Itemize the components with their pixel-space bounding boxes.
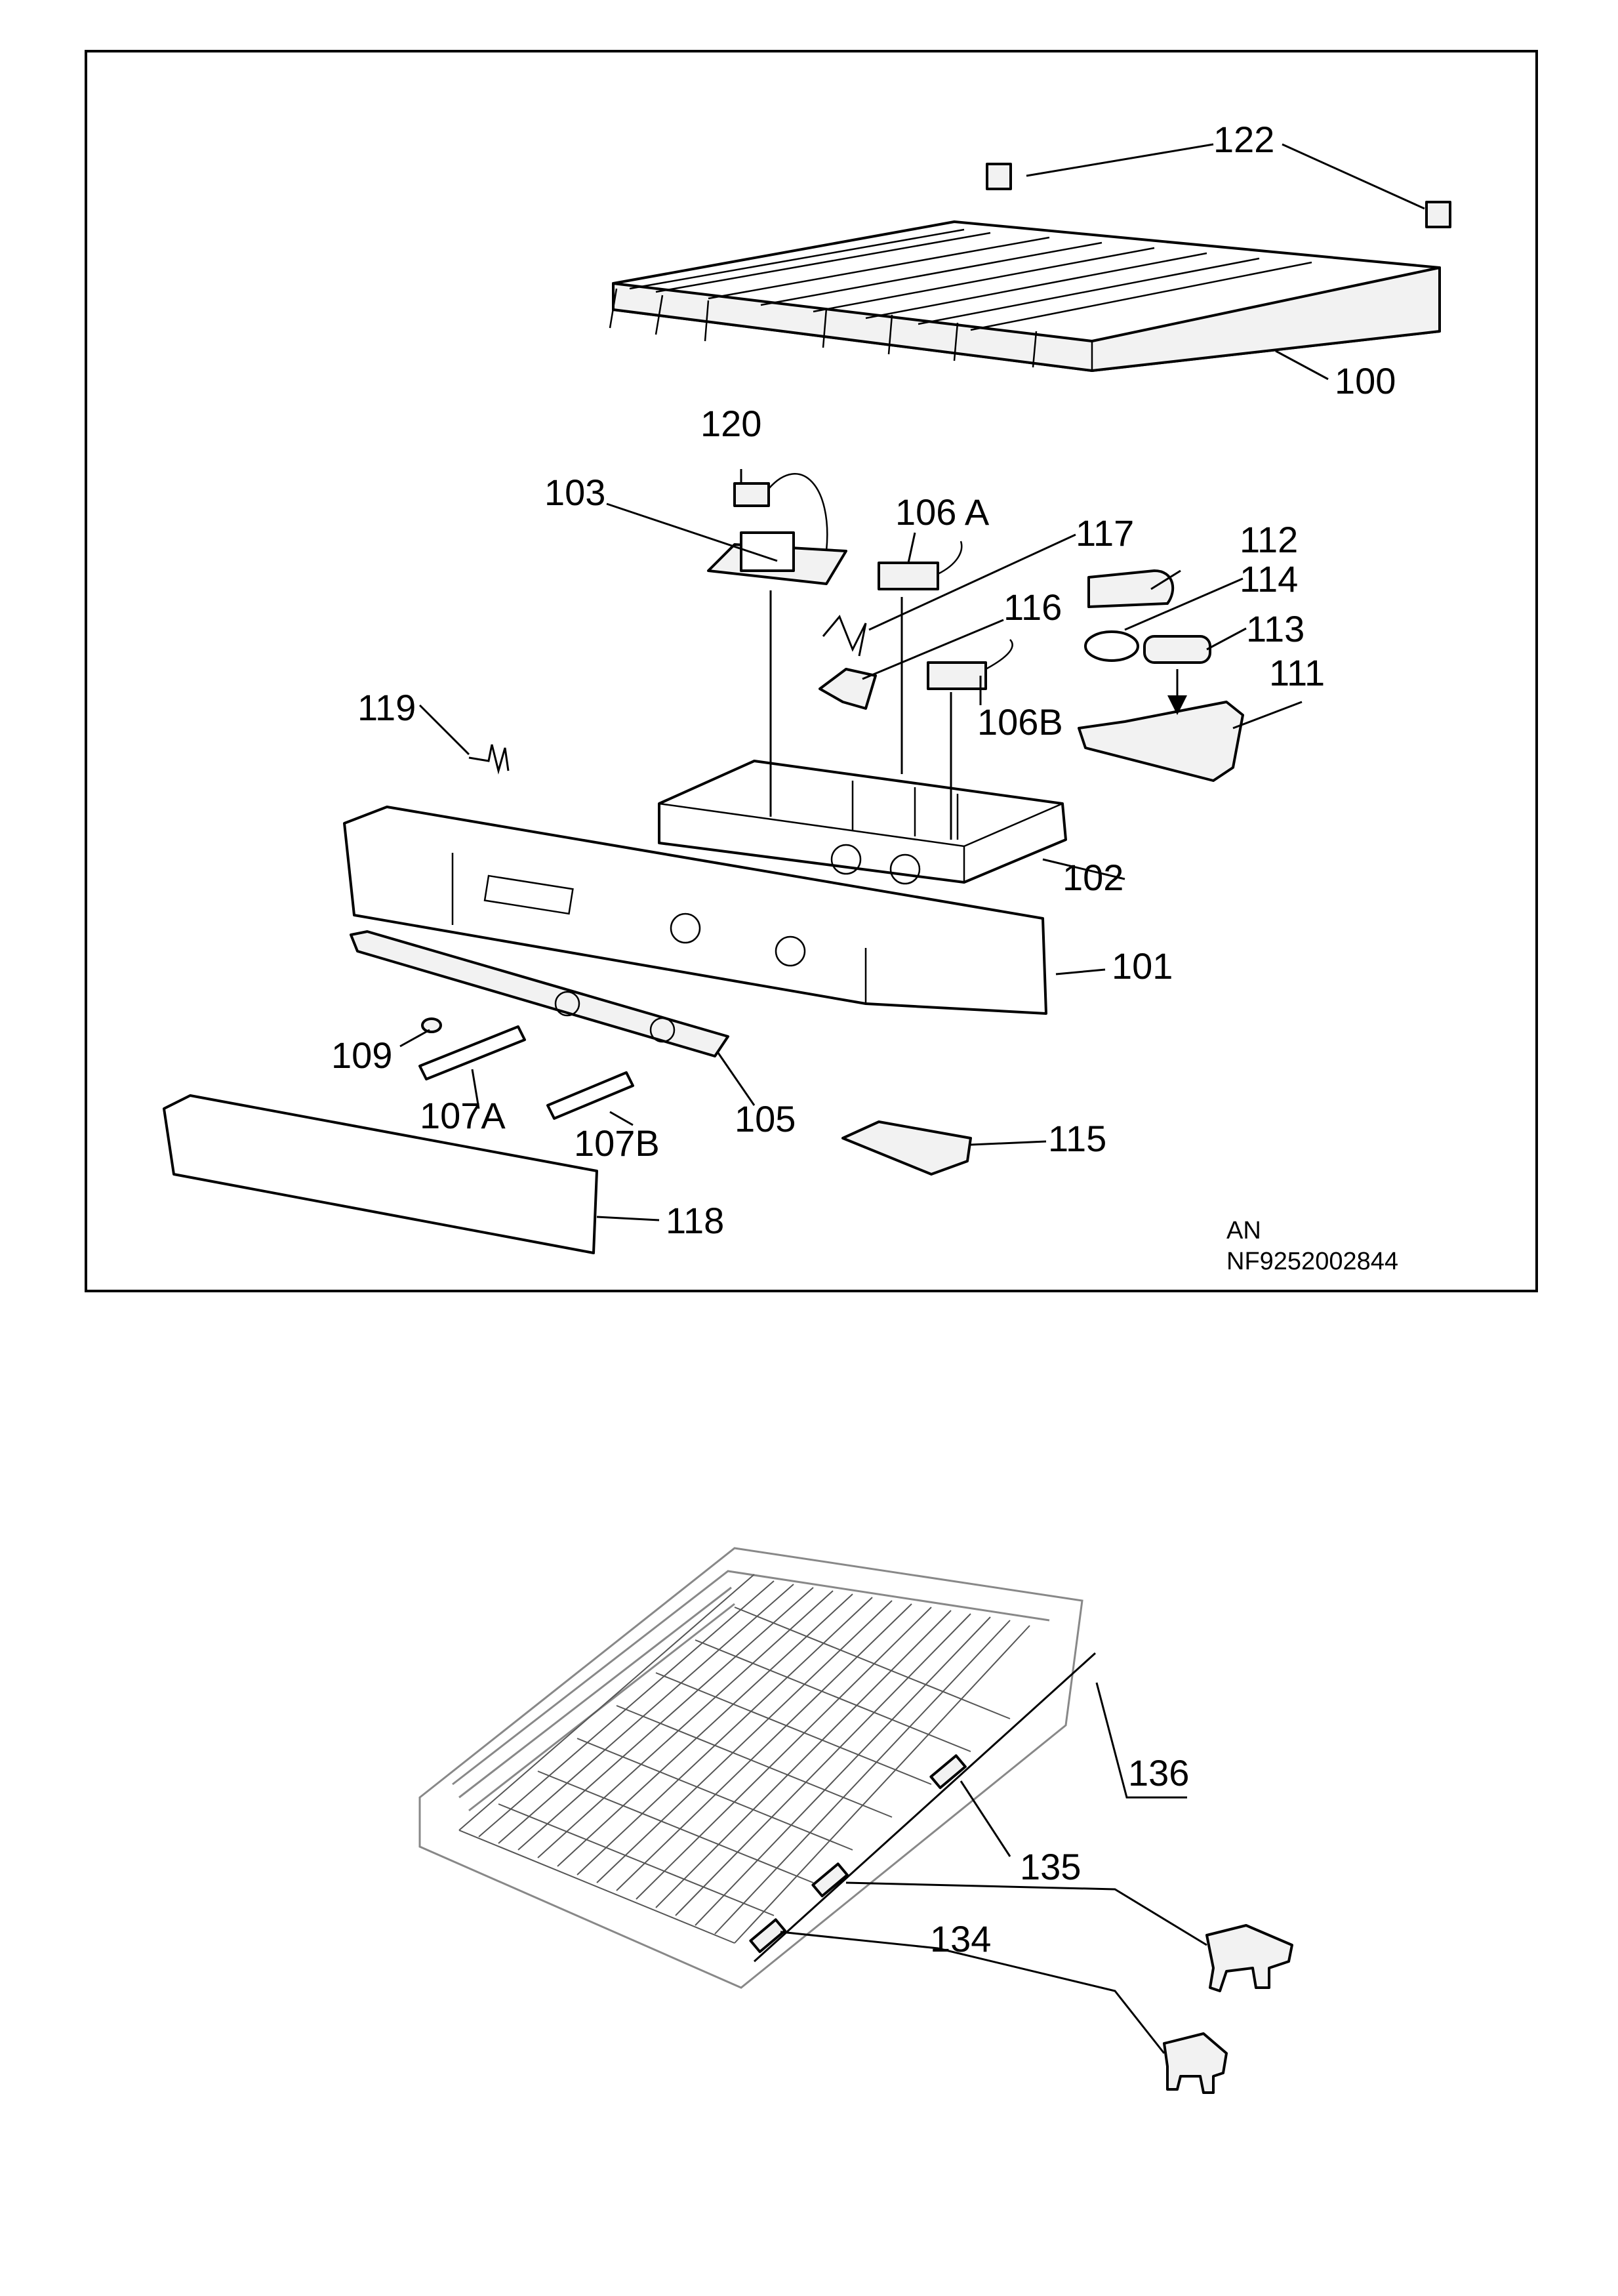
part-113-lamp-holder (1143, 635, 1211, 664)
label-103: 103 (544, 472, 605, 513)
label-117: 117 (1076, 512, 1134, 554)
part-115-grid (841, 1120, 972, 1176)
label-107a: 107A (420, 1095, 506, 1136)
label-109: 109 (331, 1035, 392, 1076)
part-120-switch (733, 473, 828, 552)
label-105: 105 (735, 1098, 796, 1139)
label-114: 114 (1240, 558, 1298, 600)
part-109-knob (421, 1017, 442, 1033)
lower-leader-lines (780, 1682, 1207, 2054)
part-118-front-cover (163, 1094, 598, 1254)
part-112-lamp-cover (1087, 569, 1175, 608)
label-100: 100 (1335, 360, 1396, 401)
label-101: 101 (1112, 945, 1173, 987)
part-134-sleeve-bottom (749, 1918, 786, 1954)
part-122-clips (986, 163, 1451, 228)
part-119-spring (468, 744, 510, 775)
label-106a: 106 A (895, 491, 990, 533)
part-135-sleeve-top (929, 1754, 967, 1790)
upper-panel: 122 100 120 103 106 A 117 112 114 116 11… (85, 50, 1538, 1292)
part-117-spring (822, 615, 867, 657)
part-114-bulb (1084, 630, 1139, 662)
part-100-top-cover (609, 220, 1441, 372)
part-107a-shaft (418, 1025, 526, 1080)
part-105-inner-panel (350, 930, 729, 1057)
label-111: 111 (1269, 652, 1325, 693)
label-113: 113 (1246, 608, 1305, 649)
part-111-lamp-housing (1078, 701, 1244, 782)
part-136-evaporator (418, 1547, 1097, 1989)
part-107b-shaft (546, 1071, 634, 1120)
note-an: AN (1226, 1217, 1261, 1244)
part-134-clip (1163, 2032, 1228, 2094)
label-116: 116 (1003, 586, 1062, 628)
part-116-bracket (819, 668, 877, 710)
label-119: 119 (357, 687, 416, 728)
label-118: 118 (666, 1200, 724, 1241)
lower-panel: 136 135 134 (418, 1547, 1293, 2094)
label-120: 120 (700, 403, 761, 444)
part-106a-block (878, 541, 963, 590)
label-112: 112 (1240, 519, 1298, 560)
upper-leader-lines (399, 143, 1425, 1221)
part-135-sleeve-mid (811, 1862, 849, 1898)
part-135-clip (1205, 1924, 1293, 1992)
label-136: 136 (1128, 1752, 1189, 1794)
label-134: 134 (930, 1918, 991, 1959)
label-106b: 106B (977, 701, 1063, 743)
label-135: 135 (1020, 1846, 1081, 1887)
part-103-board (707, 531, 847, 585)
note-code: NF9252002844 (1226, 1248, 1398, 1275)
part-106b-block (927, 639, 1013, 690)
label-122: 122 (1213, 119, 1274, 160)
label-115: 115 (1048, 1118, 1106, 1159)
label-102: 102 (1062, 857, 1123, 898)
part-101-front-panel (343, 806, 1047, 1015)
label-107b: 107B (574, 1122, 660, 1164)
upper-panel-frame (85, 50, 1538, 1292)
